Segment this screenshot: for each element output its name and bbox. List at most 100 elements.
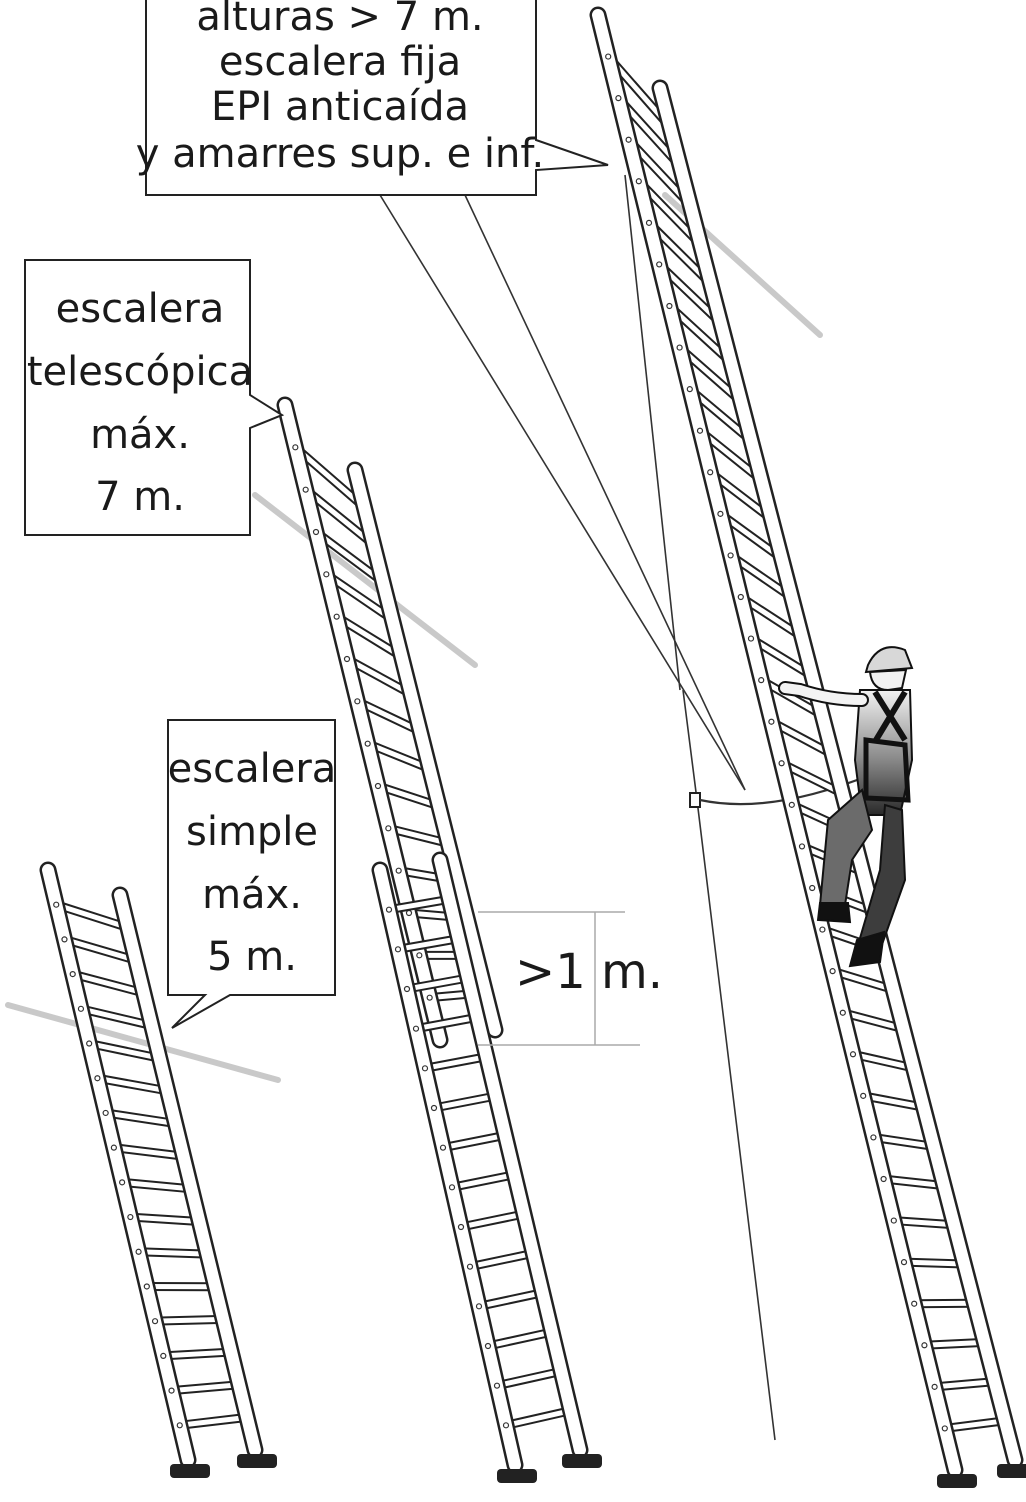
callout-fixed-line-1: alturas > 7 m. xyxy=(196,0,483,40)
rail-rivet xyxy=(153,1319,158,1324)
ladder-foot xyxy=(937,1474,977,1488)
rail-rivet xyxy=(616,96,621,101)
rail-rivet xyxy=(128,1215,133,1220)
rail-rivet xyxy=(387,907,392,912)
rail-rivet xyxy=(606,54,611,59)
rail-rivet xyxy=(636,179,641,184)
overlap-label: >1 m. xyxy=(515,944,663,1000)
rail-rivet xyxy=(303,487,308,492)
rail-rivet xyxy=(87,1041,92,1046)
rail-rivet xyxy=(789,802,794,807)
rail-rivet xyxy=(922,1343,927,1348)
callout-simple-line-2: simple xyxy=(186,809,318,855)
rail-rivet xyxy=(626,137,631,142)
rail-rivet xyxy=(78,1006,83,1011)
callout-telescopic-line-3: máx. xyxy=(90,412,190,458)
rail-rivet xyxy=(708,470,713,475)
rail-rivet xyxy=(861,1093,866,1098)
rail-rivet xyxy=(932,1384,937,1389)
rail-rivet xyxy=(120,1180,125,1185)
callout-fixed-line-2: escalera fija xyxy=(219,39,461,85)
rail-rivet xyxy=(459,1225,464,1230)
rail-rivet xyxy=(161,1353,166,1358)
rail-rivet xyxy=(820,927,825,932)
rail-rivet xyxy=(871,1135,876,1140)
rail-rivet xyxy=(718,511,723,516)
rail-rivet xyxy=(324,572,329,577)
rail-rivet xyxy=(54,902,59,907)
callout-simple-line-1: escalera xyxy=(168,746,337,792)
rail-rivet xyxy=(495,1383,500,1388)
rail-rivet xyxy=(144,1284,149,1289)
rail-rivet xyxy=(810,886,815,891)
rail-rivet xyxy=(427,995,432,1000)
rail-rivet xyxy=(902,1260,907,1265)
rail-rivet xyxy=(657,262,662,267)
rail-rivet xyxy=(169,1388,174,1393)
ladder-foot xyxy=(562,1454,602,1468)
rail-rivet xyxy=(687,387,692,392)
rail-rivet xyxy=(728,553,733,558)
rail-rivet xyxy=(698,428,703,433)
rail-rivet xyxy=(407,911,412,916)
rail-rivet xyxy=(417,953,422,958)
rail-rivet xyxy=(396,947,401,952)
rail-rivet xyxy=(334,614,339,619)
rail-rivet xyxy=(486,1344,491,1349)
callout-telescopic-line-1: escalera xyxy=(56,286,225,332)
callout-telescopic: escalera telescópica máx. 7 m. xyxy=(25,260,282,535)
callout-simple: escalera simple máx. 5 m. xyxy=(168,720,337,1028)
rail-rivet xyxy=(769,719,774,724)
callout-fixed-line-4: y amarres sup. e inf. xyxy=(136,131,545,177)
rail-rivet xyxy=(800,844,805,849)
rail-rivet xyxy=(677,345,682,350)
callout-simple-line-4: 5 m. xyxy=(207,934,297,980)
rail-rivet xyxy=(881,1177,886,1182)
callout-telescopic-line-2: telescópica xyxy=(27,349,253,395)
rail-rivet xyxy=(314,530,319,535)
rail-rivet xyxy=(468,1264,473,1269)
rail-rivet xyxy=(365,741,370,746)
rail-rivet xyxy=(355,699,360,704)
rail-rivet xyxy=(345,657,350,662)
rail-rivet xyxy=(779,761,784,766)
rail-rivet xyxy=(840,1010,845,1015)
rail-rivet xyxy=(432,1106,437,1111)
rail-rivet xyxy=(477,1304,482,1309)
rail-rivet xyxy=(95,1076,100,1081)
ladder-foot xyxy=(497,1469,537,1483)
rail-rivet xyxy=(70,972,75,977)
rail-rivet xyxy=(759,678,764,683)
rail-rivet xyxy=(450,1185,455,1190)
rail-rivet xyxy=(851,1052,856,1057)
rail-rivet xyxy=(386,826,391,831)
rail-rivet xyxy=(423,1066,428,1071)
rail-rivet xyxy=(293,445,298,450)
callout-simple-line-3: máx. xyxy=(202,872,302,918)
rail-rivet xyxy=(738,595,743,600)
rail-rivet xyxy=(376,784,381,789)
rail-rivet xyxy=(749,636,754,641)
callout-telescopic-line-4: 7 m. xyxy=(95,474,185,520)
rail-rivet xyxy=(414,1026,419,1031)
rail-rivet xyxy=(405,987,410,992)
rail-rivet xyxy=(830,969,835,974)
overlap-dimension: >1 m. xyxy=(478,912,663,1045)
rail-rivet xyxy=(647,220,652,225)
callout-fixed: alturas > 7 m. escalera fija EPI anticaí… xyxy=(136,0,608,195)
rail-rivet xyxy=(942,1426,947,1431)
fixed-ladder xyxy=(598,15,1026,1488)
ladder-foot xyxy=(237,1454,277,1468)
rail-rivet xyxy=(891,1218,896,1223)
rail-rivet xyxy=(396,868,401,873)
callout-fixed-line-3: EPI anticaída xyxy=(211,84,469,130)
rail-rivet xyxy=(62,937,67,942)
rail-rivet xyxy=(441,1145,446,1150)
ladder-foot xyxy=(997,1464,1026,1478)
rail-rivet xyxy=(504,1423,509,1428)
rail-rivet xyxy=(111,1145,116,1150)
rail-rivet xyxy=(912,1301,917,1306)
rail-rivet xyxy=(136,1249,141,1254)
rail-rivet xyxy=(177,1423,182,1428)
